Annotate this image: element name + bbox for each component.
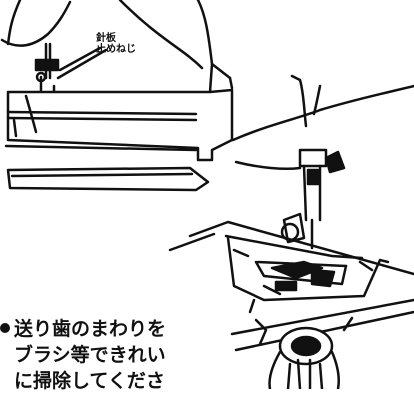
- callout-line-2: 止めねじ: [96, 44, 136, 55]
- instruction-line-1: 送り歯のまわりを: [14, 318, 167, 340]
- instruction-line-3: に掃除してくださ: [14, 370, 165, 392]
- machine-head-left: [0, 0, 234, 94]
- machine-bed-left: [4, 88, 234, 192]
- callout-label: 針板 止めねじ: [96, 33, 136, 55]
- bullet-dot: [0, 323, 10, 333]
- instruction-text: 送り歯のまわりを ブラシ等できれい に掃除してくださ: [2, 316, 232, 394]
- needle-plate: [168, 220, 414, 314]
- instruction-line-2: ブラシ等できれい: [14, 344, 166, 366]
- bobbin-hook-assembly: [254, 316, 354, 389]
- bed-edge-right-lower: [234, 310, 414, 352]
- callout-line-1: 針板: [96, 33, 116, 44]
- bed-edge-right: [230, 298, 414, 336]
- machine-head-right: [231, 74, 414, 250]
